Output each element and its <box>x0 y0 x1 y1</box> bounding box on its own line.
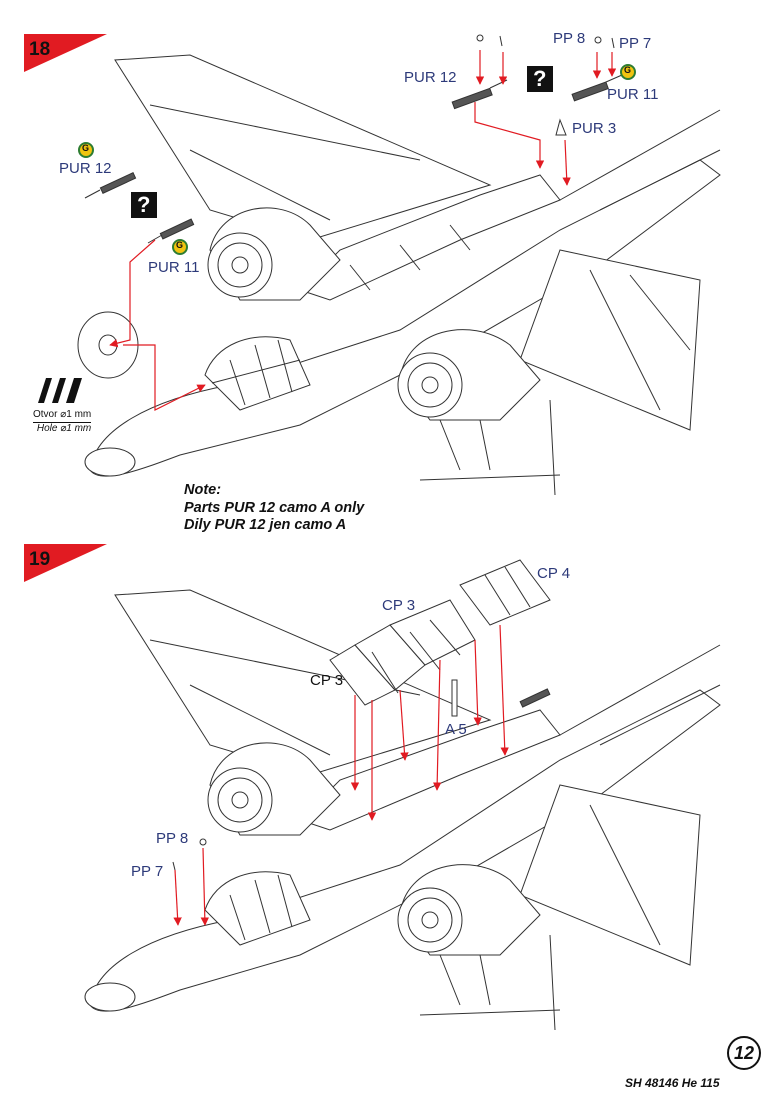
step18-parts <box>77 34 623 379</box>
label-pur12-left: PUR 12 <box>59 160 112 177</box>
label-cp4: CP 4 <box>537 565 571 582</box>
drill-hole-label-en: Hole ⌀1 mm <box>36 423 92 434</box>
note-line-cz: Dily PUR 12 jen camo A <box>184 517 347 533</box>
assembly-arrows-18 <box>109 50 617 411</box>
step-18-flag <box>24 34 107 72</box>
note-block: Note: Parts PUR 12 camo A only Dily PUR … <box>184 482 364 535</box>
drill-hole-icon <box>37 377 85 403</box>
drill-hole-label-cz: Otvor ⌀1 mm <box>33 409 92 423</box>
canopy-parts-19 <box>329 559 551 717</box>
note-line-en: Parts PUR 12 camo A only <box>184 499 365 516</box>
kit-model-footer: SH 48146 He 115 <box>625 1076 720 1090</box>
note-title: Note: <box>184 482 222 498</box>
label-pp8: PP 8 <box>156 830 189 847</box>
decal-badges <box>78 64 636 255</box>
label-pur11-top: PUR 11 <box>607 86 659 103</box>
decal-badge-letter: G <box>624 65 632 75</box>
aircraft-step18 <box>84 54 721 496</box>
optional-box-top <box>527 66 553 92</box>
step-number-18: 18 <box>29 39 51 60</box>
label-pur3: PUR 3 <box>572 120 617 137</box>
page-number: 12 <box>727 1036 761 1070</box>
step-number-19: 19 <box>29 549 51 570</box>
assembly-arrows-19 <box>173 624 509 926</box>
aircraft-step19 <box>84 589 721 1031</box>
optional-part-question-mark: ? <box>137 192 151 217</box>
step-19-flag <box>24 544 107 582</box>
label-a5: A 5 <box>445 721 467 738</box>
label-pp7: PP 7 <box>131 863 164 880</box>
label-cp3-left: CP 3 <box>310 672 344 689</box>
label-cp3-upper: CP 3 <box>382 597 416 614</box>
label-pp7-top: PP 7 <box>619 35 652 52</box>
label-pur12-top: PUR 12 <box>404 69 457 86</box>
decal-badge-letter: G <box>176 240 184 250</box>
label-pur11-left: PUR 11 <box>148 259 200 276</box>
step19-small-parts <box>172 688 551 871</box>
decal-badge-letter: G <box>82 143 90 153</box>
label-pp8-top: PP 8 <box>553 30 586 47</box>
drill-hole-label: Otvor ⌀1 mm Hole ⌀1 mm <box>33 409 92 435</box>
optional-box-left <box>131 192 157 218</box>
optional-part-question-mark: ? <box>533 66 547 91</box>
